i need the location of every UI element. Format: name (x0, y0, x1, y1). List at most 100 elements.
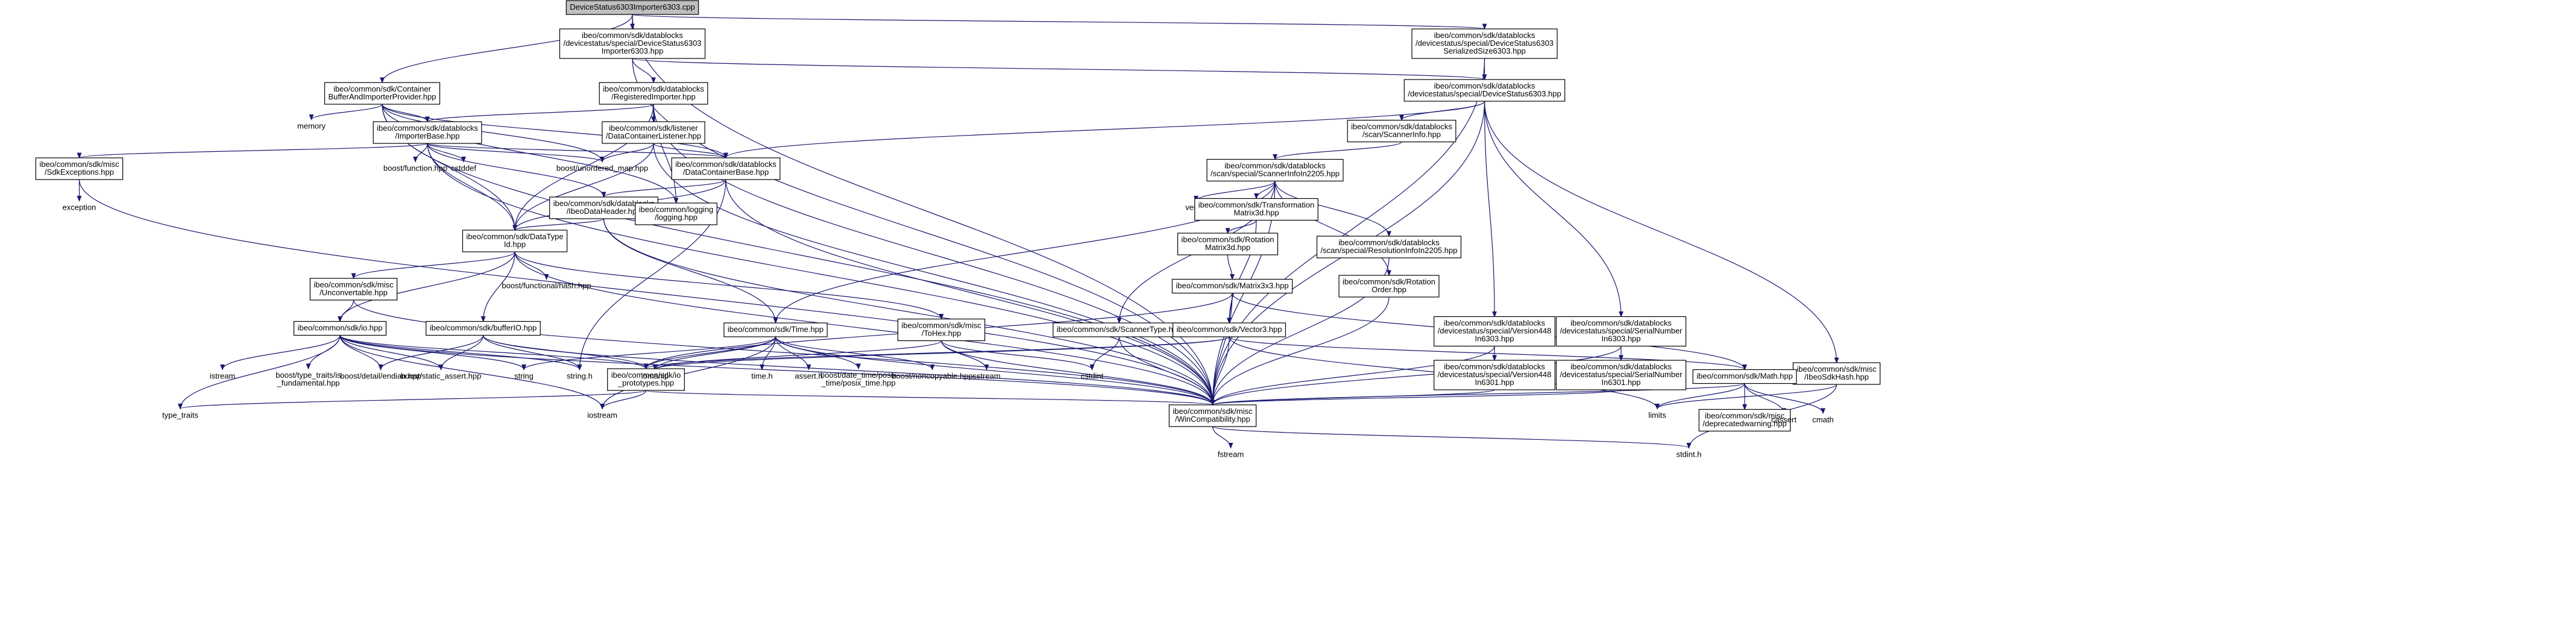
edge-arrowhead (930, 364, 935, 371)
node-reg-imp[interactable]: ibeo/common/sdk/datablocks/RegisteredImp… (599, 82, 708, 105)
node-time-h[interactable]: time.h (748, 370, 776, 384)
node-noncopy[interactable]: boost/noncopyable.hpp (888, 370, 976, 384)
node-buf-io[interactable]: ibeo/common/sdk/bufferIO.hpp (426, 321, 541, 336)
edge-imp6303-to-ds6303 (632, 58, 1487, 81)
node-trans-m[interactable]: ibeo/common/sdk/TransformationMatrix3d.h… (1194, 198, 1318, 221)
node-assert-h[interactable]: assert.h (791, 370, 826, 384)
node-bfunc[interactable]: boost/function.hpp (380, 162, 451, 176)
node-label: string (514, 372, 534, 381)
node-ver448[interactable]: ibeo/common/sdk/datablocks/devicestatus/… (1434, 316, 1555, 347)
edge-scan-info2205-to-trans-m (1254, 181, 1276, 199)
edge-line (514, 143, 654, 231)
edge-line (339, 335, 581, 370)
edge-line (1212, 336, 1230, 405)
node-scan-type[interactable]: ibeo/common/sdk/ScannerType.hpp (1053, 322, 1186, 337)
node-dc-listener[interactable]: ibeo/common/sdk/listener/DataContainerLi… (602, 121, 705, 144)
node-box (565, 0, 699, 15)
node-mat3x3[interactable]: ibeo/common/sdk/Matrix3x3.hpp (1171, 278, 1293, 294)
edge-line (940, 340, 1214, 405)
node-label: /DataContainerBase.hpp (683, 167, 769, 177)
node-memory[interactable]: memory (294, 120, 329, 134)
node-fstream[interactable]: fstream (1214, 448, 1247, 462)
node-math-hpp[interactable]: ibeo/common/sdk/Math.hpp (1692, 369, 1797, 384)
node-scan-info2205[interactable]: ibeo/common/sdk/datablocks/scan/special/… (1206, 158, 1344, 182)
node-imp6303[interactable]: ibeo/common/sdk/datablocks/devicestatus/… (559, 28, 706, 59)
node-bhash[interactable]: boost/functional/hash.hpp (498, 280, 594, 293)
node-stdint-h[interactable]: stdint.h (1673, 448, 1705, 462)
edge-math-hpp-to-deprec (1742, 383, 1747, 410)
edge-line (775, 336, 810, 370)
node-label: ibeo/common/sdk/misc (1705, 411, 1785, 421)
node-sstream[interactable]: sstream (969, 370, 1004, 384)
node-label: ibeo/common/sdk/Time.hpp (728, 325, 824, 334)
edge-line (523, 336, 776, 371)
edge-time-hpp-to-assert-h (775, 336, 811, 371)
node-uncvt[interactable]: ibeo/common/sdk/misc/Unconvertable.hpp (309, 278, 398, 301)
node-win-compat[interactable]: ibeo/common/sdk/misc/WinCompatibility.hp… (1168, 404, 1257, 427)
node-cstddef[interactable]: cstddef (447, 162, 480, 176)
node-label: time.h (751, 372, 772, 381)
node-b-endian[interactable]: boost/detail/endian.hpp (336, 370, 424, 384)
node-box (1338, 275, 1440, 298)
node-b-static[interactable]: boost/static_assert.hpp (397, 370, 485, 384)
node-limits[interactable]: limits (1645, 409, 1670, 423)
node-ds6303[interactable]: ibeo/common/sdk/datablocks/devicestatus/… (1403, 79, 1566, 102)
node-tohex[interactable]: ibeo/common/sdk/misc/ToHex.hpp (897, 318, 986, 342)
node-box (1316, 236, 1462, 258)
node-exception[interactable]: exception (59, 201, 100, 215)
node-io-hpp[interactable]: ibeo/common/sdk/io.hpp (293, 321, 387, 336)
edge-line (514, 251, 547, 280)
edge-line (222, 335, 341, 370)
node-sdk-exc[interactable]: ibeo/common/sdk/misc/SdkExceptions.hpp (35, 157, 124, 180)
edge-win-compat-to-stdint-h (1212, 426, 1692, 449)
node-cmath[interactable]: cmath (1809, 413, 1837, 427)
node-scan-info[interactable]: ibeo/common/sdk/datablocks/scan/ScannerI… (1347, 119, 1456, 143)
node-type-traits[interactable]: type_traits (159, 409, 202, 423)
node-buf-imp[interactable]: ibeo/common/sdk/ContainerBufferAndImport… (324, 82, 441, 105)
node-istream[interactable]: istream (206, 370, 239, 384)
node-logging[interactable]: ibeo/common/logging/logging.hpp (635, 202, 717, 225)
node-umap[interactable]: boost/unordered_map.hpp (553, 162, 652, 176)
node-type-traits-fund[interactable]: boost/type_traits/is_fundamental.hpp (272, 369, 344, 390)
node-imp-base[interactable]: ibeo/common/sdk/datablocks/ImporterBase.… (373, 121, 482, 144)
node-res2205[interactable]: ibeo/common/sdk/datablocks/scan/special/… (1316, 236, 1462, 258)
node-cstdint[interactable]: cstdint (1077, 370, 1107, 384)
node-string[interactable]: string (511, 370, 537, 384)
node-dc-base[interactable]: ibeo/common/sdk/datablocks/DataContainer… (671, 157, 781, 180)
node-label: ibeo/common/sdk/datablocks (1338, 238, 1440, 247)
node-string-h[interactable]: string.h (563, 370, 596, 384)
node-box (426, 321, 541, 336)
edge-io-proto-to-type-traits (178, 390, 647, 410)
node-box (373, 121, 482, 144)
edge-arrowhead (1399, 115, 1404, 121)
node-root[interactable]: DeviceStatus6303Importer6303.cpp (565, 0, 699, 15)
node-iostream[interactable]: iostream (584, 409, 621, 423)
node-ver4486301[interactable]: ibeo/common/sdk/datablocks/devicestatus/… (1434, 360, 1555, 390)
node-ser-num6301[interactable]: ibeo/common/sdk/datablocks/devicestatus/… (1555, 360, 1687, 390)
edge-io-proto-to-iostream (600, 390, 647, 410)
node-ser-num[interactable]: ibeo/common/sdk/datablocks/devicestatus/… (1555, 316, 1687, 347)
edge-arrowhead (1273, 154, 1277, 160)
node-deprec[interactable]: ibeo/common/sdk/misc/deprecatedwarning.h… (1698, 408, 1791, 432)
node-iomanip[interactable]: iomanip (638, 370, 673, 384)
node-time-hpp[interactable]: ibeo/common/sdk/Time.hpp (723, 322, 828, 337)
node-label: ibeo/common/sdk/misc (313, 280, 394, 289)
edge-line (653, 104, 677, 204)
edge-root-to-buf-imp (380, 14, 633, 84)
node-cassert[interactable]: cassert (1768, 413, 1800, 427)
node-vec3[interactable]: ibeo/common/sdk/Vector3.hpp (1172, 322, 1286, 337)
node-posix-time[interactable]: boost/date_time/posix_time/posix_time.hp… (817, 369, 900, 390)
node-ser6303[interactable]: ibeo/common/sdk/datablocks/devicestatus/… (1411, 28, 1558, 59)
node-hash-hpp[interactable]: ibeo/common/sdk/misc/IbeoSdkHash.hpp (1792, 362, 1881, 385)
edge-arrowhead (1619, 311, 1623, 318)
edge-line (415, 143, 428, 162)
node-label: ibeo/common/sdk/ScannerType.hpp (1057, 325, 1182, 334)
node-label: ibeo/common/logging (639, 205, 714, 214)
node-io-proto[interactable]: ibeo/common/sdk/io_prototypes.hpp (607, 368, 685, 391)
node-label: In6303.hpp (1475, 334, 1514, 343)
node-box (1194, 198, 1318, 221)
edge-line (1212, 426, 1690, 449)
